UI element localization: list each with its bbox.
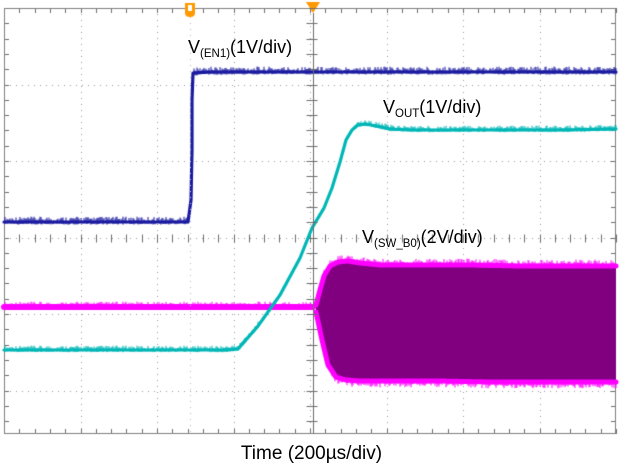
trace-label-v-sw-b0-scale: (2V/div) <box>420 227 483 247</box>
trace-label-vout: VOUT(1V/div) <box>383 97 482 120</box>
trace-label-vout-scale: (1V/div) <box>419 97 482 117</box>
trace-label-v-sw-b0-subscript: (SW_B0) <box>374 237 421 250</box>
trace-label-v-en1: V(EN1)(1V/div) <box>188 37 293 60</box>
trace-label-v-sw-b0-main: V <box>362 227 375 247</box>
x-axis-title: Time (200µs/div) <box>240 443 383 464</box>
trace-label-v-sw-b0: V(SW_B0)(2V/div) <box>362 227 483 250</box>
trace-label-v-en1-scale: (1V/div) <box>230 37 293 57</box>
trace-label-vout-main: V <box>383 97 396 117</box>
trace-label-v-en1-main: V <box>188 37 201 57</box>
trace-label-v-en1-subscript: (EN1) <box>200 47 231 60</box>
trace-label-vout-subscript: OUT <box>395 107 420 120</box>
